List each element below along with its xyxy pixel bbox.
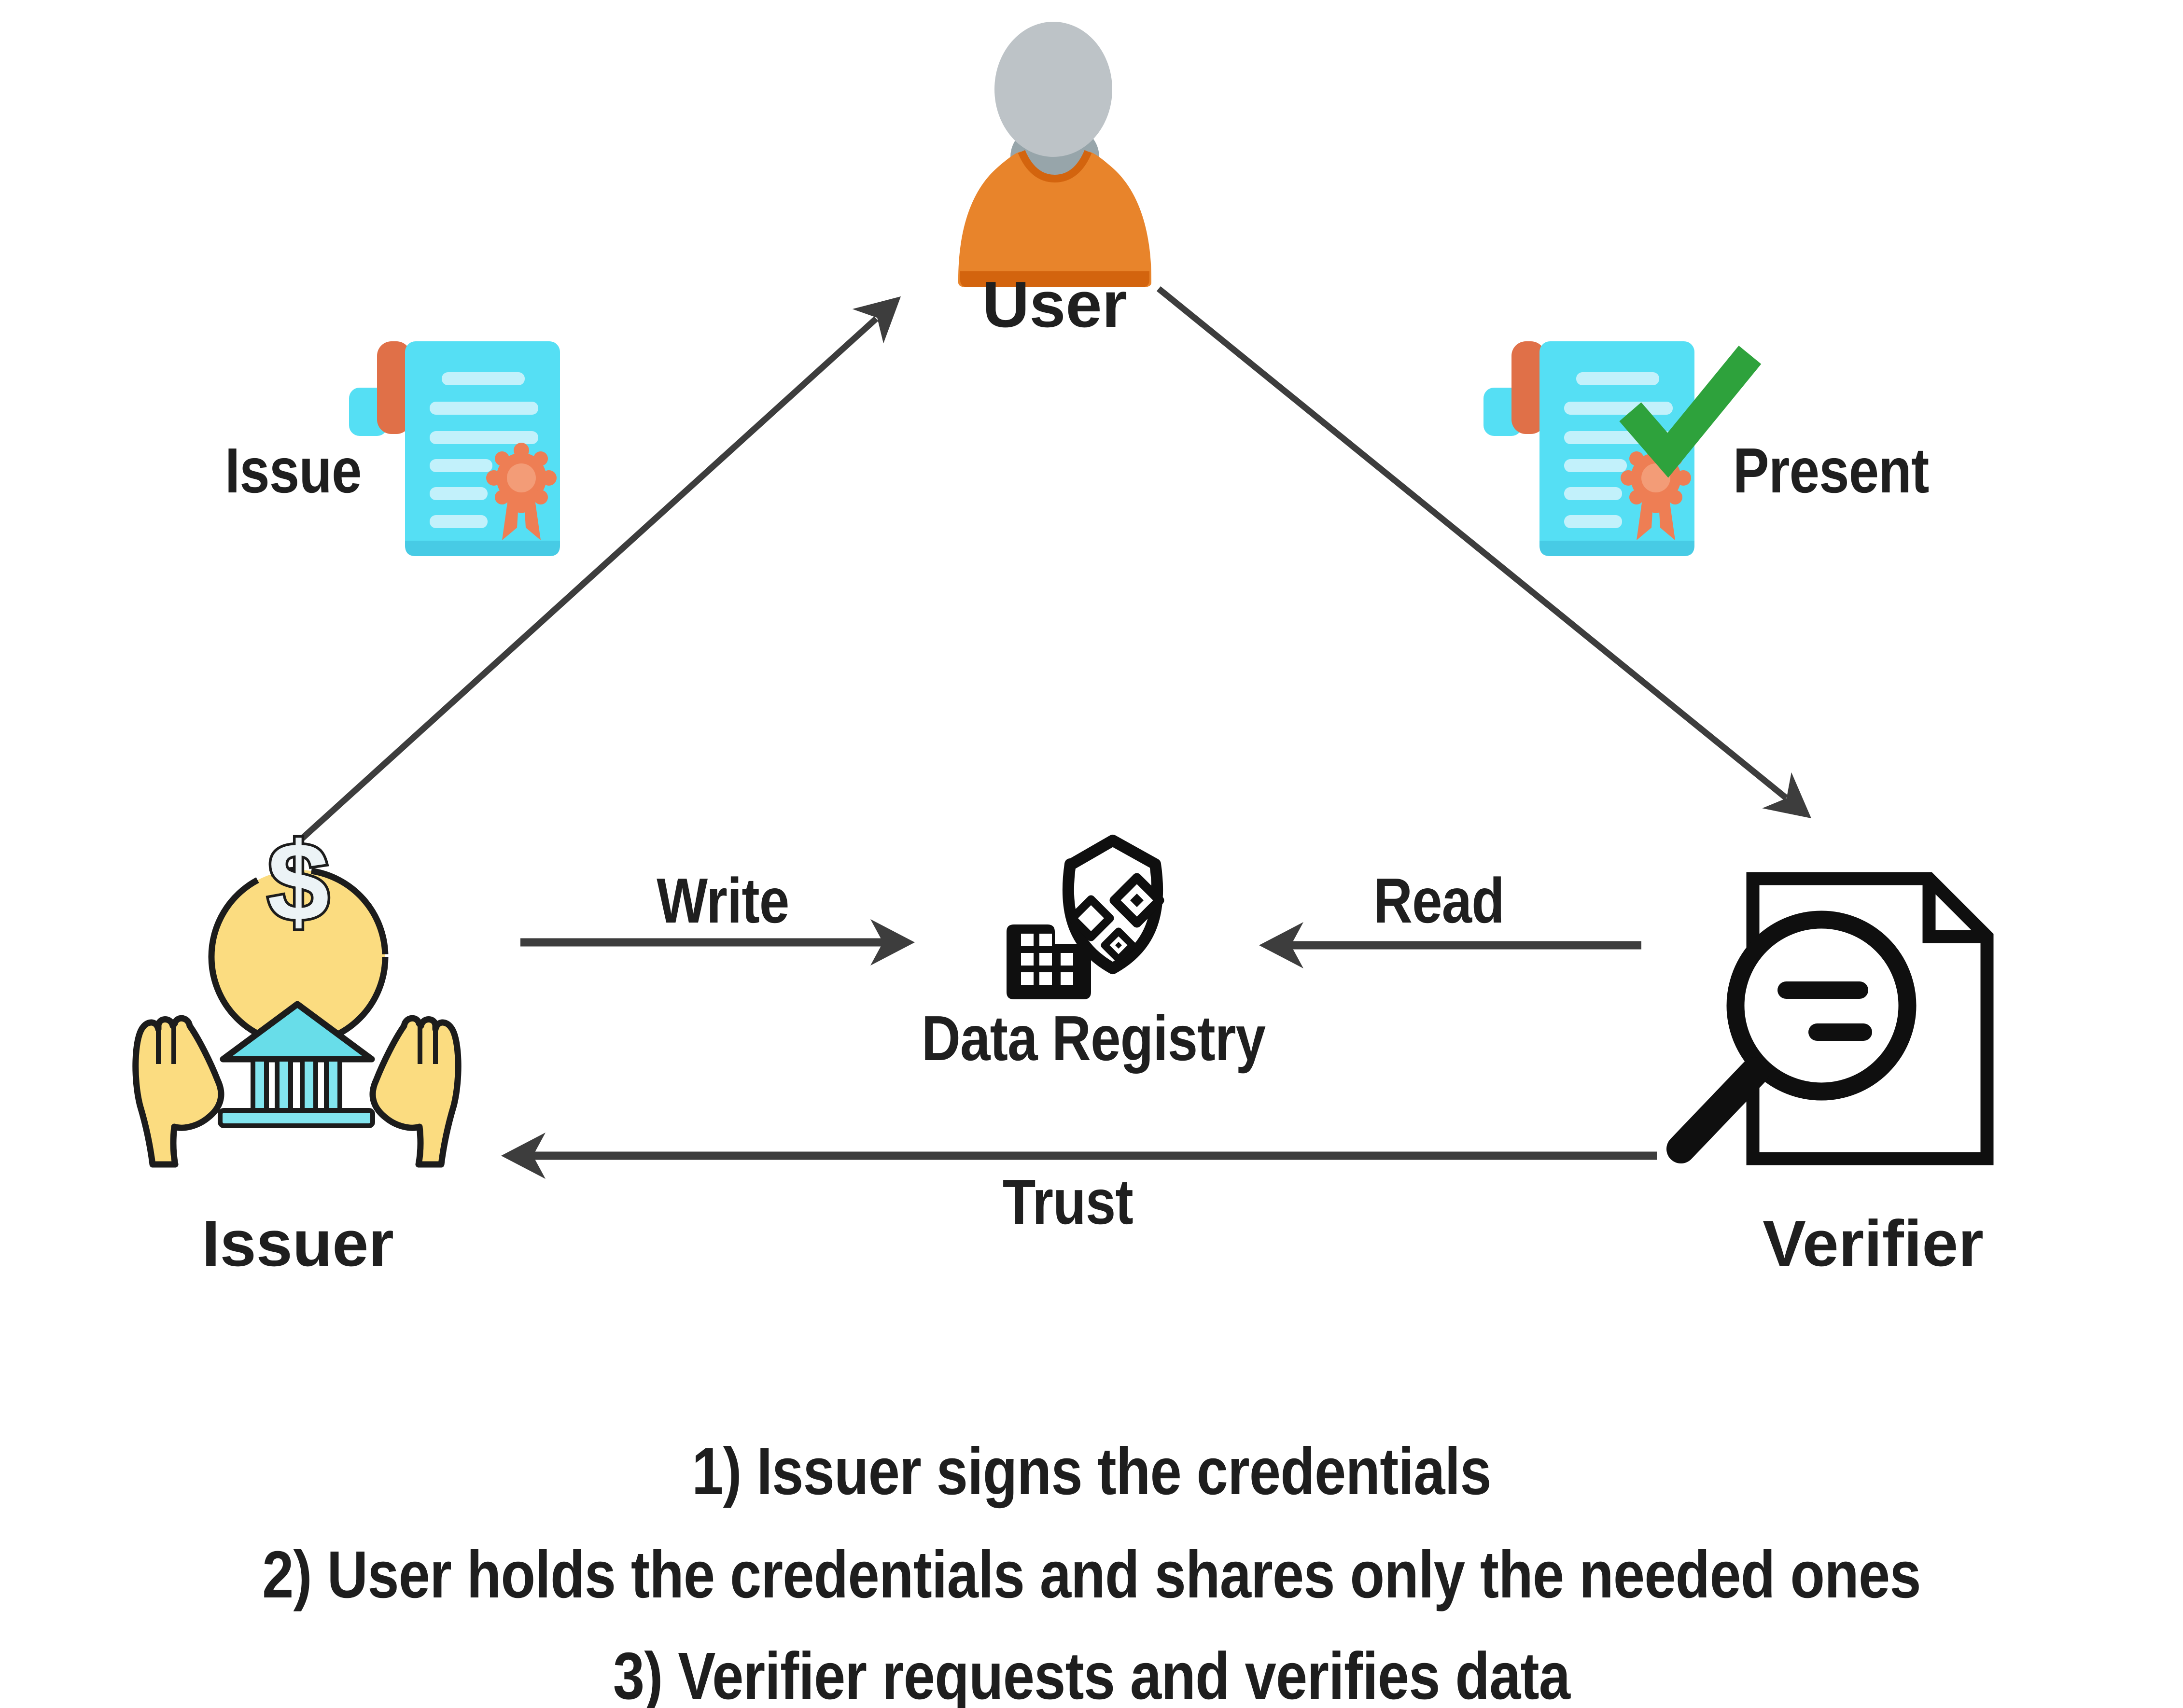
- footnote-line-1: 1) Issuer signs the credentials: [692, 1434, 1491, 1509]
- hands: [132, 1015, 462, 1168]
- user-body: [958, 152, 1151, 287]
- read-label: Read: [1373, 865, 1505, 936]
- user-head: [994, 22, 1112, 157]
- present-certificate-icon: [1483, 341, 1762, 556]
- dollar-sign: $: [267, 820, 329, 944]
- lens-text-lines: [1777, 981, 1872, 1041]
- issue-label: Issue: [224, 435, 362, 506]
- certificate-bottom-strip: [405, 541, 560, 556]
- issuer-label: Issuer: [202, 1207, 394, 1280]
- bank-building: [218, 1001, 375, 1128]
- write-label: Write: [656, 865, 789, 936]
- right-hand: [369, 1015, 462, 1168]
- footnote-line-3: 3) Verifier requests and verifies data: [613, 1639, 1570, 1708]
- write-arrow: [520, 919, 915, 966]
- issue-arrow: [297, 296, 901, 843]
- read-arrow: [1259, 922, 1641, 968]
- user-label: User: [982, 268, 1128, 341]
- trust-arrow: [501, 1133, 1657, 1179]
- user-icon: [958, 22, 1151, 287]
- issue-certificate-icon: [349, 341, 560, 556]
- verifier-label: Verifier: [1763, 1207, 1984, 1280]
- registry-windows: [1021, 934, 1073, 985]
- document-fold: [1922, 879, 1987, 943]
- certificate-bottom-strip: [1539, 541, 1694, 556]
- present-label: Present: [1733, 435, 1930, 506]
- magnifier-handle: [1666, 1057, 1769, 1163]
- certificate-text-lines: [430, 372, 538, 528]
- data-registry-icon: [1007, 835, 1164, 999]
- check-icon: [1619, 346, 1762, 478]
- issuer-icon: $: [132, 817, 462, 1168]
- scroll-curl: [377, 341, 411, 434]
- data-registry-label: Data Registry: [921, 1003, 1266, 1074]
- user-collar: [1018, 150, 1092, 183]
- left-hand: [132, 1015, 224, 1168]
- scroll-curl: [1511, 341, 1545, 434]
- user-body-hem: [960, 271, 1149, 287]
- footnote-line-2: 2) User holds the credentials and shares…: [262, 1538, 1921, 1612]
- trust-label: Trust: [1002, 1166, 1133, 1237]
- verifier-icon: [1666, 872, 1994, 1165]
- certificate-rosette: [486, 443, 557, 540]
- present-arrow: [1156, 286, 1811, 818]
- magnifier-lens: [1726, 910, 1917, 1101]
- registry-diamonds: [1068, 873, 1164, 963]
